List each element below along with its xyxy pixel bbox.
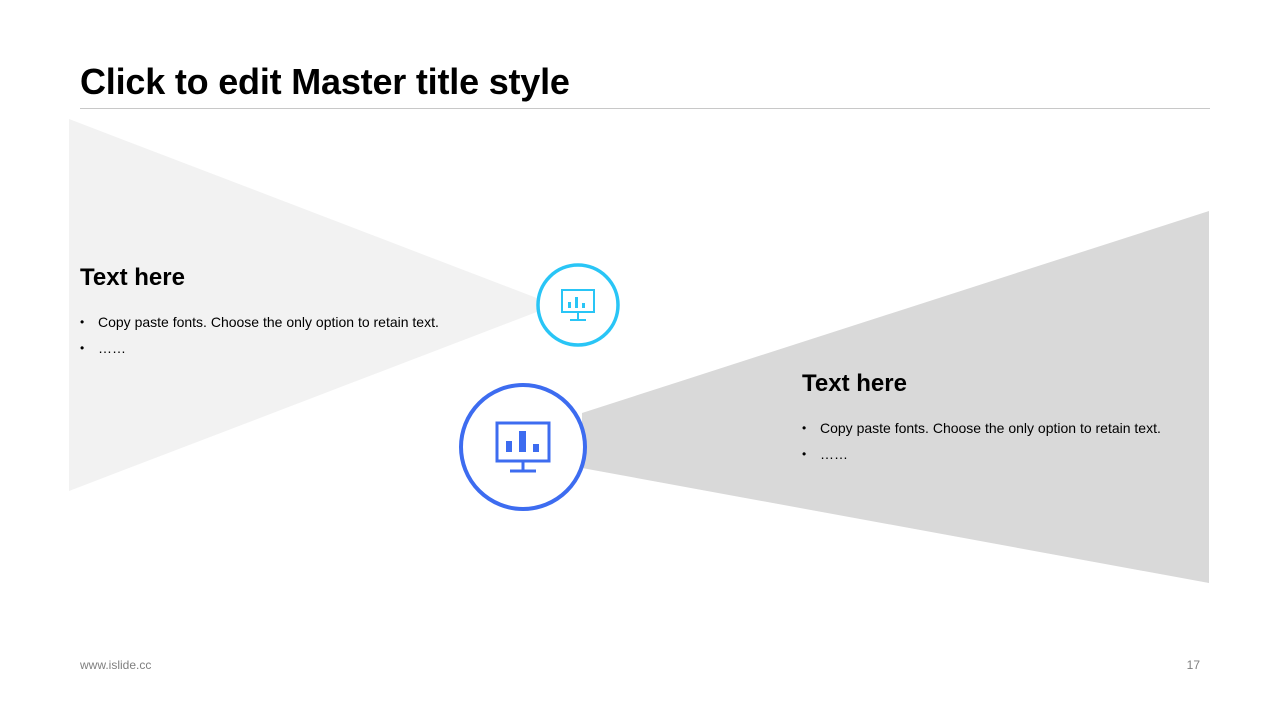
left-wedge-shape: [69, 119, 555, 491]
left-text-block[interactable]: Text here Copy paste fonts. Choose the o…: [80, 264, 439, 361]
left-bullet-2[interactable]: ……: [80, 335, 439, 361]
title-divider: [80, 108, 1210, 109]
right-circle-badge[interactable]: [459, 383, 587, 511]
left-heading[interactable]: Text here: [80, 264, 185, 291]
right-bullet-list: Copy paste fonts. Choose the only option…: [802, 415, 1161, 467]
presentation-chart-icon: [495, 421, 551, 473]
slide-title[interactable]: Click to edit Master title style: [80, 61, 570, 102]
slide-page-number: 17: [1186, 658, 1200, 672]
right-wedge-shape: [582, 211, 1209, 583]
left-circle-badge[interactable]: [536, 263, 620, 347]
right-text-block[interactable]: Text here Copy paste fonts. Choose the o…: [802, 370, 1161, 467]
right-bullet-2[interactable]: ……: [802, 441, 1161, 467]
right-heading[interactable]: Text here: [802, 370, 907, 397]
right-bullet-1[interactable]: Copy paste fonts. Choose the only option…: [802, 415, 1161, 441]
presentation-chart-icon: [561, 289, 595, 321]
footer-website: www.islide.cc: [80, 658, 152, 672]
left-bullet-list: Copy paste fonts. Choose the only option…: [80, 309, 439, 361]
left-bullet-1[interactable]: Copy paste fonts. Choose the only option…: [80, 309, 439, 335]
